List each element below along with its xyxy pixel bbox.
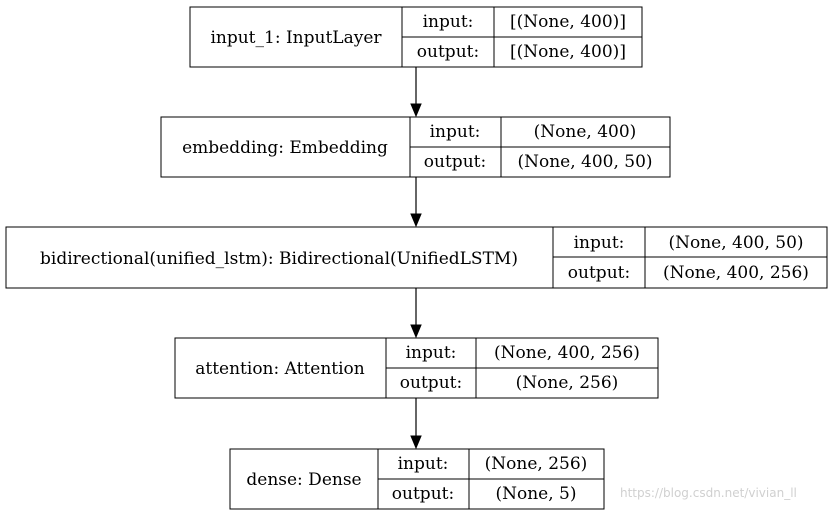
node-attention: attention: Attention input: output: (Non…: [174, 337, 659, 399]
output-label: output:: [400, 373, 462, 393]
output-label: output:: [392, 484, 454, 504]
input-label: input:: [430, 122, 481, 142]
node-label: attention: Attention: [195, 359, 365, 379]
output-shape: [(None, 400)]: [510, 42, 626, 62]
edge-2: [410, 177, 422, 228]
output-label: output:: [424, 152, 486, 172]
node-dense: dense: Dense input: output: (None, 256) …: [229, 448, 605, 510]
input-label: input:: [574, 233, 625, 253]
node-bidirectional: bidirectional(unified_lstm): Bidirection…: [5, 226, 828, 289]
edge-3: [410, 288, 422, 339]
node-input-layer: input_1: InputLayer input: output: [(Non…: [189, 6, 643, 68]
node-label: dense: Dense: [246, 470, 361, 490]
edge-4: [410, 398, 422, 450]
input-shape: [(None, 400)]: [510, 12, 626, 32]
node-label: bidirectional(unified_lstm): Bidirection…: [40, 249, 518, 269]
node-label: input_1: InputLayer: [210, 28, 382, 48]
input-label: input:: [406, 343, 457, 363]
input-shape: (None, 400): [534, 122, 637, 142]
input-label: input:: [398, 454, 449, 474]
input-shape: (None, 400, 50): [668, 233, 803, 253]
watermark: https://blog.csdn.net/vivian_ll: [620, 486, 797, 500]
output-label: output:: [417, 42, 479, 62]
output-shape: (None, 5): [495, 484, 576, 504]
node-label: embedding: Embedding: [182, 138, 388, 158]
output-shape: (None, 256): [516, 373, 619, 393]
input-label: input:: [423, 12, 474, 32]
input-shape: (None, 400, 256): [494, 343, 640, 363]
node-embedding: embedding: Embedding input: output: (Non…: [160, 116, 671, 178]
output-shape: (None, 400, 256): [663, 263, 809, 283]
output-shape: (None, 400, 50): [517, 152, 652, 172]
edge-1: [410, 67, 422, 118]
input-shape: (None, 256): [485, 454, 588, 474]
output-label: output:: [568, 263, 630, 283]
